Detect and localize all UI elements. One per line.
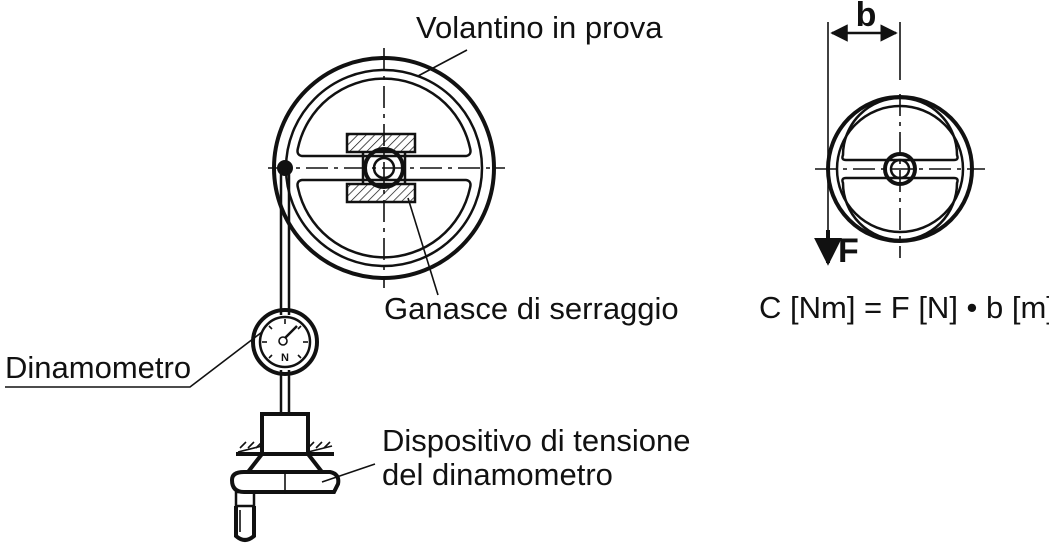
clamping-jaw-lower: [345, 182, 417, 204]
tension-device: [229, 412, 341, 542]
leader-dynamometer: [5, 331, 263, 388]
label-tension-device-line2: del dinamometro: [382, 457, 613, 492]
leader-jaws: [407, 197, 439, 296]
handwheel-lower-spoke: [296, 178, 472, 259]
handwheel-under-test: [268, 48, 505, 288]
label-f: F: [838, 232, 859, 270]
leader-tension-device: [321, 463, 376, 483]
label-clamping-jaws: Ganasce di serraggio: [384, 291, 679, 326]
dial-unit-mark: N: [281, 352, 289, 364]
leader-handwheel: [417, 49, 468, 77]
dimension-b: b: [827, 0, 901, 250]
dynamometer: N: [251, 308, 319, 376]
cord-anchor: [277, 160, 293, 176]
clamping-jaw-upper: [345, 132, 417, 154]
dial-needle: [284, 325, 298, 339]
handwheel-side-view: [815, 94, 985, 258]
handwheel-upper-spoke: [296, 77, 472, 158]
label-tension-device-line1: Dispositivo di tensione: [382, 423, 690, 458]
torque-formula: C [Nm] = F [N] • b [m]: [759, 290, 1049, 325]
dial-ticks: [262, 319, 308, 359]
label-handwheel-under-test: Volantino in prova: [416, 10, 663, 45]
force-arrow: F: [814, 230, 859, 270]
label-dynamometer: Dinamometro: [5, 350, 191, 385]
cord: [279, 168, 291, 415]
label-b: b: [856, 0, 877, 34]
